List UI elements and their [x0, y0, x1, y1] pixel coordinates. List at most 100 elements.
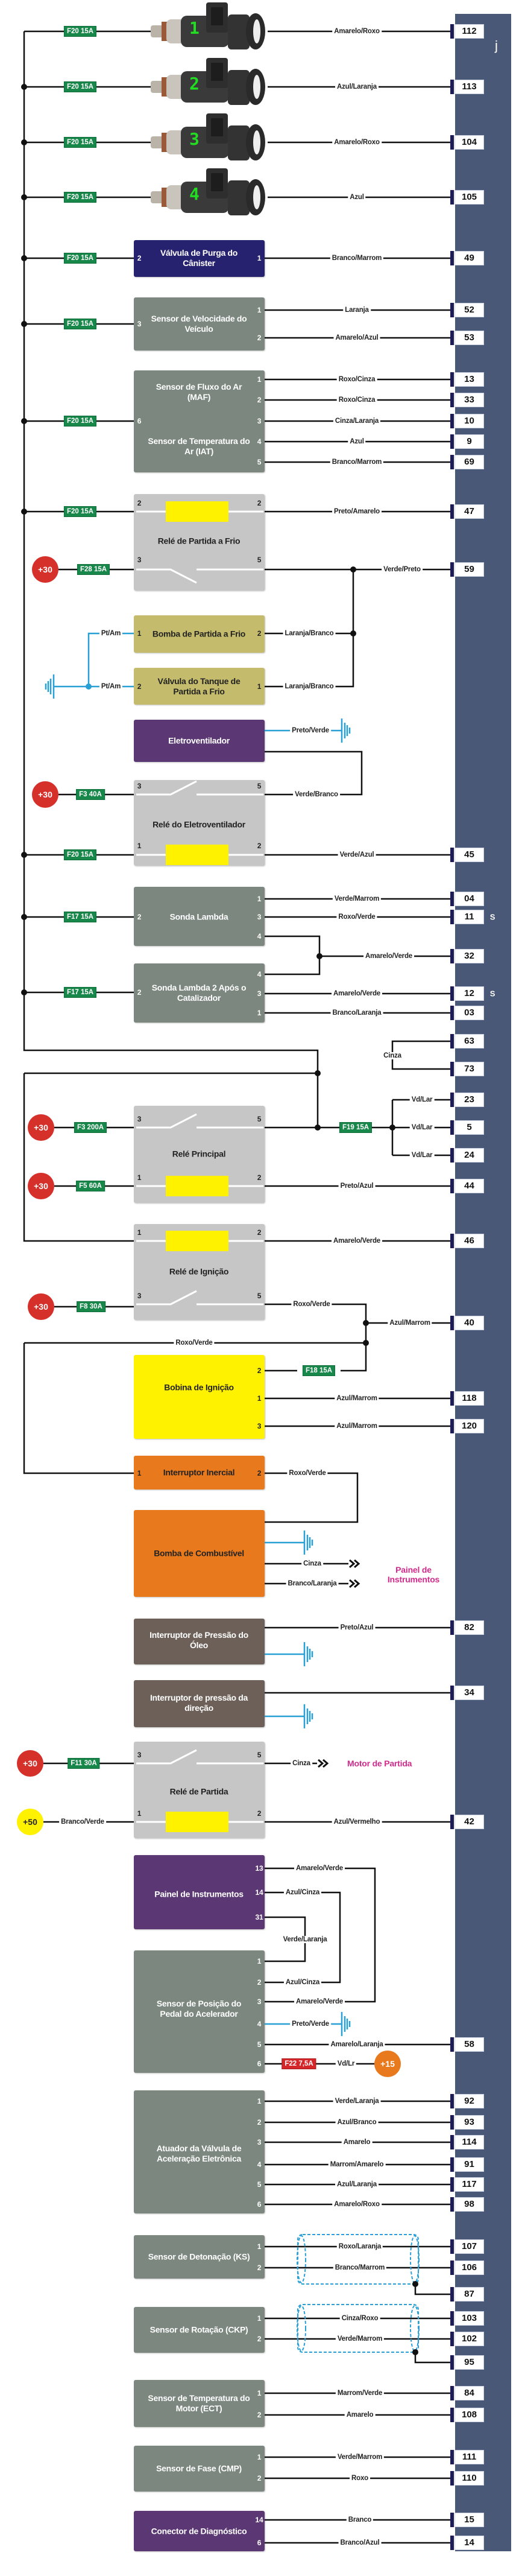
destination-label: Painel de Instrumentos — [387, 1565, 440, 1584]
wire-label: Amarelo/Roxo — [332, 28, 382, 35]
wire-label: Verde/Marrom — [335, 2335, 385, 2343]
ecu-terminal: 91 — [450, 2157, 484, 2172]
component-title: Eletroventilador — [168, 735, 230, 746]
wire-label: Laranja/Branco — [283, 683, 336, 690]
terminal-tab — [450, 2177, 454, 2192]
inertia-switch — [134, 1456, 265, 1489]
terminal-number: 53 — [455, 331, 484, 345]
pin-number: 5 — [257, 556, 262, 564]
wire-label: Azul/Vermelho — [332, 1818, 382, 1826]
terminal-tab — [450, 562, 454, 577]
terminal-tab — [450, 251, 454, 265]
ecu-terminal: 32 — [450, 949, 484, 963]
steering-pressure-switch — [134, 1680, 265, 1727]
chevron — [322, 1759, 329, 1768]
injector-icon — [151, 113, 265, 160]
ecu-terminal: 73 — [450, 1062, 484, 1076]
wire-label: Azul/Marrom — [388, 1319, 432, 1327]
component-title: Interruptor de Pressão do Óleo — [149, 1630, 248, 1650]
wire-label: Azul/Cinza — [283, 1979, 322, 1986]
terminal-number: 49 — [455, 251, 484, 265]
ecu-label: j — [495, 38, 498, 53]
pin-number: 1 — [137, 1809, 142, 1818]
wire-label: Azul/Cinza — [283, 1889, 322, 1896]
component-title: Bomba de Combustível — [154, 1548, 244, 1558]
ecu-terminal: 9 — [450, 434, 484, 449]
terminal-number: 45 — [455, 848, 484, 862]
component-title: Sensor de Temperatura do Motor (ECT) — [148, 2393, 250, 2413]
pin-number: 4 — [257, 970, 262, 979]
wire-label: Azul/Laranja — [335, 2181, 379, 2188]
ecu-side-mark: S — [489, 912, 495, 922]
fuse-label: F20 15A — [63, 506, 97, 517]
terminal-number: 69 — [455, 455, 484, 469]
wire-label: Branco/Laranja — [330, 1009, 383, 1017]
pin-number: 14 — [255, 1888, 263, 1897]
ecu-terminal: 10 — [450, 414, 484, 428]
ignition-plus50: +50 — [17, 1809, 43, 1835]
terminal-tab — [450, 892, 454, 906]
wire-label: Verde/Branco — [293, 791, 340, 798]
wire-label: Branco/Marrom — [333, 2264, 387, 2271]
wire-label: Branco/Marrom — [330, 458, 384, 466]
ecu-terminal: 15 — [450, 2513, 484, 2527]
terminal-number: 11 — [455, 910, 484, 924]
wire-label: Vd/Lar — [409, 1096, 435, 1103]
ignition-coil — [134, 1355, 265, 1439]
pin-number: 2 — [137, 682, 142, 691]
pin-number: 2 — [257, 499, 262, 507]
junction-dot — [21, 852, 27, 858]
component-title: Sensor de Velocidade do Veículo — [151, 314, 247, 334]
junction-dot — [86, 684, 92, 690]
fuse-label: F17 15A — [63, 987, 97, 998]
wire-label: Amarelo/Roxo — [332, 139, 382, 146]
component-title: Bomba de Partida a Frio — [152, 629, 246, 639]
junction-dot — [412, 2349, 418, 2355]
ecu-terminal: 44 — [450, 1179, 484, 1193]
pin-number: 1 — [257, 306, 262, 314]
terminal-number: 82 — [455, 1620, 484, 1635]
shield-outline — [410, 2305, 420, 2352]
pin-number: 1 — [257, 2242, 262, 2251]
pin-number: 2 — [257, 1173, 262, 1182]
terminal-tab — [450, 1686, 454, 1700]
injector-icon — [151, 168, 265, 215]
terminal-number: 13 — [455, 372, 484, 387]
chevron — [318, 1759, 324, 1768]
terminal-number: 14 — [455, 2536, 484, 2550]
terminal-number: 9 — [455, 434, 484, 449]
ecu-terminal: 93 — [450, 2115, 484, 2130]
terminal-number: 34 — [455, 1686, 484, 1700]
terminal-number: 32 — [455, 949, 484, 963]
terminal-number: 117 — [455, 2177, 484, 2192]
terminal-tab — [450, 1006, 454, 1020]
ecu-terminal: 42 — [450, 1815, 484, 1829]
ecu-terminal: 112 — [450, 24, 484, 39]
terminal-tab — [450, 986, 454, 1001]
terminal-number: 98 — [455, 2197, 484, 2212]
ground-icon — [303, 1642, 313, 1666]
terminal-tab — [450, 1148, 454, 1163]
pin-number: 2 — [137, 499, 142, 507]
wire-label: Azul — [348, 194, 366, 201]
terminal-number: 5 — [455, 1120, 484, 1135]
ecu-terminal: 111 — [450, 2450, 484, 2464]
terminal-number: 84 — [455, 2386, 484, 2400]
ecu-terminal: 33 — [450, 393, 484, 407]
pin-number: 3 — [137, 320, 142, 328]
terminal-tab — [450, 393, 454, 407]
terminal-tab — [450, 2332, 454, 2346]
wire — [265, 935, 321, 976]
wire-label: Laranja/Branco — [283, 630, 336, 637]
pin-number: 5 — [257, 2040, 262, 2049]
component-title: Sensor de Rotação (CKP) — [149, 2324, 248, 2335]
pin-number: 1 — [137, 629, 142, 638]
ecu-terminal: 14 — [450, 2536, 484, 2550]
ecu-terminal: 102 — [450, 2332, 484, 2346]
ecu-terminal: 24 — [450, 1148, 484, 1163]
junction-dot — [21, 84, 27, 90]
wire-label: Roxo/Cinza — [336, 396, 377, 404]
wire-label: Verde/Laranja — [281, 1936, 329, 1943]
wire-label: Branco — [346, 2516, 374, 2524]
